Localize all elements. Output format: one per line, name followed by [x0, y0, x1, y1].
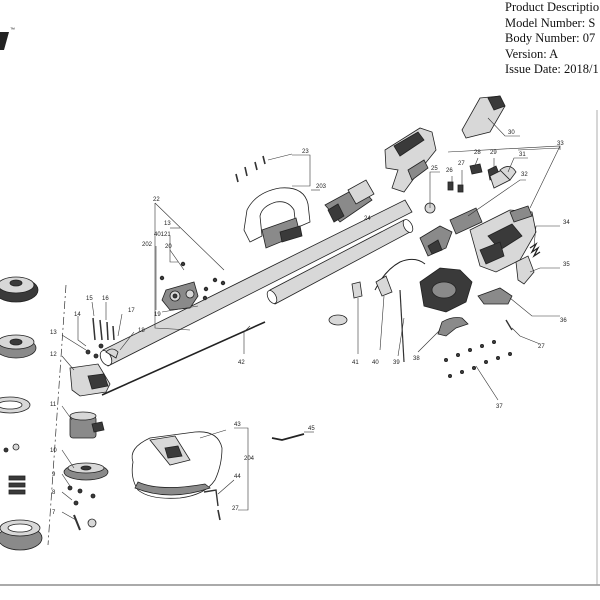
callout-label: 8 [52, 490, 56, 496]
rod-39 [399, 289, 405, 363]
callout-label: 401 [154, 232, 165, 238]
callout-label: 13 [50, 330, 57, 336]
callout-label: 33 [557, 141, 564, 147]
callout-label: 32 [521, 172, 528, 178]
document-info-block: Product Descriptio Model Number: S Body … [505, 0, 600, 78]
callout-label: 39 [393, 360, 400, 366]
motor [69, 411, 105, 439]
callout-label: 44 [234, 474, 241, 480]
battery-cover [461, 95, 506, 139]
callout-label: 29 [490, 150, 497, 156]
issue-date-text: Issue Date: 2018/1 [505, 62, 599, 77]
trigger-35 [515, 255, 535, 285]
callout-label: 28 [474, 150, 481, 156]
screws-bracket [159, 261, 226, 301]
callout-label: 9 [52, 472, 56, 478]
callout-label: 31 [519, 152, 526, 158]
product-description-text: Product Descriptio [505, 0, 600, 14]
version-text: Version: A [505, 46, 559, 61]
callout-label: 25 [431, 166, 438, 172]
screw-27-right [505, 319, 513, 331]
handle-grip [324, 179, 375, 223]
handle-screws [235, 155, 266, 183]
grass-guard [131, 431, 223, 499]
callout-label: 13 [164, 221, 171, 227]
motor-base [63, 462, 109, 481]
nut [12, 443, 20, 451]
callout-label: 7 [52, 510, 56, 516]
spool-housing-bottom [0, 519, 43, 551]
callout-label: 19 [154, 312, 161, 318]
callout-label: 45 [308, 426, 315, 432]
pin [73, 514, 81, 531]
callout-label: 40 [372, 360, 379, 366]
callout-label: 36 [560, 318, 567, 324]
housing-half-left [419, 267, 473, 313]
clip [105, 348, 119, 359]
callout-label: 202 [142, 242, 153, 248]
cable-41 [351, 281, 363, 299]
screws-group-left [67, 343, 104, 506]
callout-label: 43 [234, 422, 241, 428]
callout-label: 30 [508, 130, 515, 136]
callout-label: 16 [102, 296, 109, 302]
spool [0, 334, 37, 359]
screw-27-bottom [217, 509, 221, 521]
callout-label: 26 [446, 168, 453, 174]
guard-bracket-44 [203, 489, 219, 507]
callout-label: 17 [128, 308, 135, 314]
housing-half-center [419, 225, 453, 257]
brand-logo [0, 32, 9, 50]
callout-label: 21 [164, 232, 171, 238]
callout-label: 14 [74, 312, 81, 318]
hook-38 [437, 317, 469, 337]
clamp-ring [328, 314, 348, 326]
main-shaft [99, 199, 413, 396]
callout-label: 204 [244, 456, 255, 462]
callout-label: 20 [165, 244, 172, 250]
callout-label: 37 [496, 404, 503, 410]
spool-cover-top [0, 276, 39, 303]
callout-label: 24 [364, 216, 371, 222]
body-number-text: Body Number: 07 [505, 31, 596, 46]
washer-round [87, 518, 97, 528]
callout-label: 42 [238, 360, 245, 366]
callout-label: 23 [302, 149, 309, 155]
spring-retainer [0, 396, 31, 414]
upper-tube [266, 219, 414, 305]
model-number-text: Model Number: S [505, 15, 596, 30]
hex-key [271, 433, 305, 441]
screws-15-17 [92, 317, 115, 341]
callout-label: 27 [538, 344, 545, 350]
callout-label: 22 [153, 197, 160, 203]
callout-label: 27 [458, 161, 465, 167]
callout-label: 12 [50, 352, 57, 358]
leader-lines [61, 117, 561, 521]
callout-label: 203 [316, 184, 327, 190]
spring [8, 475, 26, 495]
logo-trademark: ™ [10, 27, 15, 33]
washer-small [3, 447, 9, 453]
motor-housing-head [69, 363, 111, 397]
callout-label: 35 [563, 262, 570, 268]
callout-label: 41 [352, 360, 359, 366]
screws-group-37 [443, 339, 512, 378]
callout-label: 15 [86, 296, 93, 302]
switch-40 [375, 275, 393, 297]
callout-label: 38 [413, 356, 420, 362]
callout-label: 34 [563, 220, 570, 226]
callout-label: 11 [50, 402, 57, 408]
callout-numbers: 30 33 23 203 25 26 27 28 29 31 32 24 22 … [50, 130, 570, 516]
axis-dashed-line [47, 284, 67, 546]
auxiliary-handle [243, 187, 311, 249]
lock-part-36 [477, 287, 513, 305]
guard-bracket [161, 281, 199, 311]
motor-spring-34 [529, 242, 541, 258]
callout-label: 18 [138, 328, 145, 334]
main-housing [469, 205, 537, 273]
callout-label: 10 [50, 448, 57, 454]
rear-handle [384, 127, 437, 193]
callout-label: 27 [232, 506, 239, 512]
